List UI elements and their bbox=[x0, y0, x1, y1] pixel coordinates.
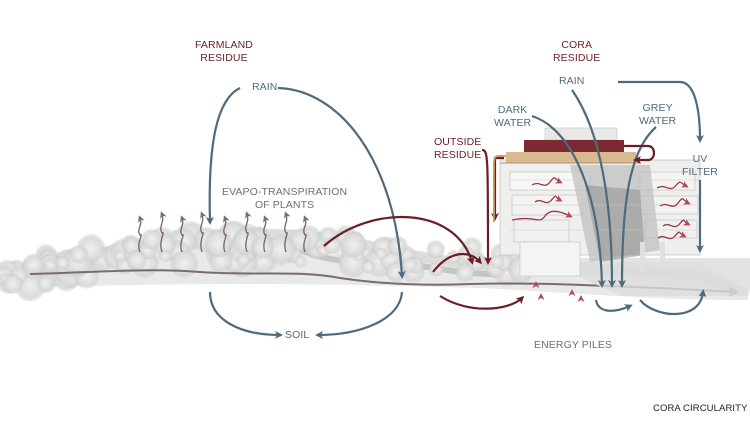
dark-water-label: DARK WATER bbox=[494, 104, 531, 130]
label-line: WATER bbox=[639, 115, 677, 127]
tree bbox=[340, 231, 367, 259]
tree bbox=[401, 256, 418, 273]
tree bbox=[170, 249, 199, 278]
evapo-squiggle-arrow bbox=[200, 211, 207, 253]
rain-label-right: RAIN bbox=[559, 75, 585, 87]
ground-to-soil-arrow bbox=[315, 291, 404, 339]
rain-label-left: RAIN bbox=[252, 81, 278, 93]
heat-squiggle-arrow bbox=[531, 177, 563, 186]
uv-filter-label: UV FILTER bbox=[682, 153, 718, 179]
heat-squiggle-arrow bbox=[534, 195, 563, 204]
rain-to-building-arrow bbox=[571, 89, 616, 288]
heat-squiggle-arrow bbox=[511, 210, 573, 221]
label-line: RESIDUE bbox=[200, 52, 248, 64]
tree bbox=[2, 273, 23, 295]
tree bbox=[69, 245, 89, 264]
evapo-squiggle-arrow bbox=[223, 215, 230, 253]
grey-water-label: GREY WATER bbox=[639, 102, 676, 128]
heat-squiggle-arrow bbox=[657, 231, 687, 240]
label-line: DARK bbox=[497, 104, 528, 116]
grey-water-arrow bbox=[618, 126, 657, 288]
energy-piles bbox=[532, 281, 585, 336]
evapotranspiration-arrows bbox=[138, 211, 310, 253]
landscape bbox=[0, 220, 748, 302]
tree bbox=[37, 274, 54, 292]
outside-residue-arrow bbox=[481, 148, 492, 265]
heat-squiggle-arrow bbox=[656, 181, 689, 190]
roof-residue-band bbox=[524, 140, 624, 152]
tree bbox=[22, 253, 45, 276]
tree bbox=[387, 236, 408, 256]
rain-to-field-arrow bbox=[205, 87, 241, 225]
outside-residue-label: OUTSIDE RESIDUE bbox=[434, 136, 481, 162]
cora-residue-label: CORA RESIDUE bbox=[553, 39, 600, 65]
heat-squiggle-arrow bbox=[662, 219, 691, 228]
evapo-squiggle-arrow bbox=[138, 215, 145, 253]
tree bbox=[204, 229, 233, 258]
evapotranspiration-label: EVAPO-TRANSPIRATION OF PLANTS bbox=[222, 186, 347, 212]
tree bbox=[158, 249, 172, 263]
heat-squiggle-arrow bbox=[659, 198, 691, 207]
tree bbox=[426, 240, 446, 259]
label-line: CORA bbox=[561, 39, 593, 51]
soil-label: SOIL bbox=[285, 329, 310, 341]
groundwater-flow-line bbox=[29, 269, 739, 297]
diagram-caption: CORA CIRCULARITY bbox=[653, 403, 748, 414]
roof-loop-arrow bbox=[624, 144, 656, 164]
tree bbox=[236, 252, 251, 268]
evapo-squiggle-arrow bbox=[245, 211, 252, 253]
tree bbox=[265, 234, 297, 266]
tree bbox=[455, 262, 476, 283]
label-line: FARMLAND bbox=[195, 39, 253, 51]
evapo-squiggle-arrow bbox=[180, 215, 187, 253]
evapo-squiggle-arrow bbox=[284, 211, 291, 253]
label-line: FILTER bbox=[682, 166, 718, 178]
tree bbox=[250, 235, 274, 259]
recirculation-arrow-2 bbox=[639, 289, 707, 316]
tree bbox=[113, 249, 127, 262]
label-line: GREY bbox=[642, 102, 673, 114]
dark-water-arrow bbox=[531, 114, 606, 288]
label-line: RESIDUE bbox=[434, 149, 482, 161]
tree bbox=[126, 249, 148, 271]
energy-piles-label: ENERGY PILES bbox=[534, 339, 613, 351]
residue-to-building-arrow bbox=[439, 295, 525, 310]
tree bbox=[490, 254, 505, 270]
label-line: WATER bbox=[494, 117, 532, 129]
recirculation-arrow-1 bbox=[594, 299, 633, 312]
tree bbox=[55, 255, 70, 270]
label-line: EVAPO-TRANSPIRATION bbox=[222, 186, 348, 198]
field-to-soil-arrow bbox=[208, 291, 283, 339]
evapo-squiggle-arrow bbox=[263, 215, 270, 253]
tree-canopy bbox=[0, 220, 535, 302]
tree bbox=[322, 236, 341, 255]
label-line: UV bbox=[692, 153, 708, 165]
tree bbox=[141, 228, 163, 250]
building-heat-arrows bbox=[511, 177, 691, 240]
water-flows bbox=[205, 80, 707, 339]
tree bbox=[361, 260, 376, 274]
farmland-residue-arrow bbox=[323, 215, 475, 265]
tree bbox=[43, 258, 58, 272]
compost-flow-line bbox=[493, 155, 506, 222]
label-line: OF PLANTS bbox=[254, 199, 315, 211]
label-line: OUTSIDE bbox=[434, 136, 482, 148]
farmland-residue-label: FARMLAND RESIDUE bbox=[195, 39, 253, 65]
ground-residue-arrow bbox=[432, 252, 482, 273]
rain-to-ground-arrow bbox=[277, 86, 406, 279]
tree bbox=[294, 255, 307, 268]
evapo-squiggle-arrow bbox=[303, 215, 310, 253]
label-line: RESIDUE bbox=[553, 52, 601, 64]
residue-deck bbox=[506, 152, 636, 163]
rain-to-uv-arrow bbox=[618, 80, 704, 143]
evapo-squiggle-arrow bbox=[160, 211, 167, 253]
tree bbox=[374, 247, 388, 260]
